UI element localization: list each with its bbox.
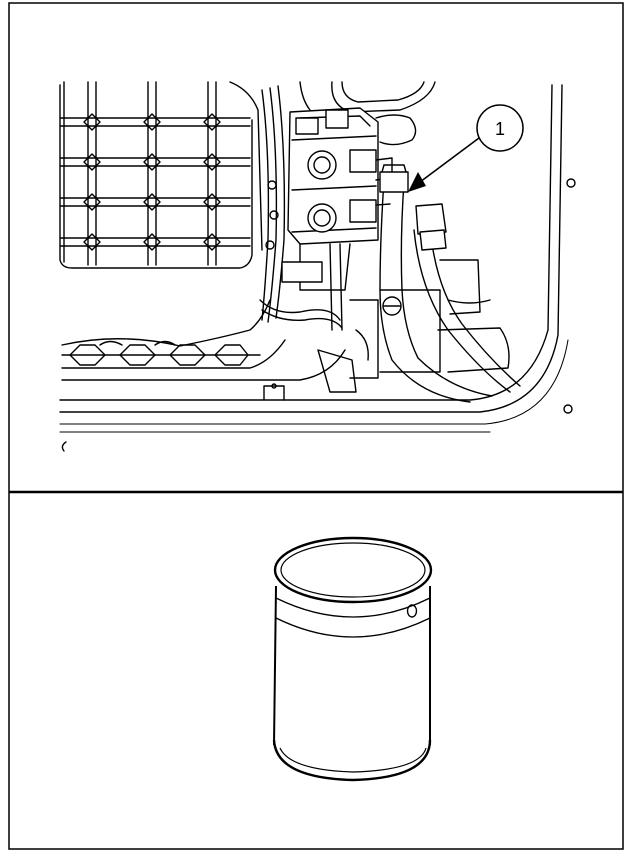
control-valve (281, 107, 393, 393)
mounting-hole (61, 441, 67, 452)
outer-border (8, 2, 624, 850)
wiring-harness (259, 85, 343, 329)
callout-label: 1 (495, 119, 505, 139)
sleeve-body-left (273, 585, 277, 746)
compartment-wall (59, 84, 553, 401)
floor-bracket (263, 383, 285, 401)
sleeve-top-rim-outer (273, 536, 433, 604)
sleeve-top-rim-inner (280, 542, 426, 598)
mounting-hole (566, 178, 576, 188)
top-panel-illustration (59, 81, 576, 452)
compartment-floor (59, 339, 569, 425)
sleeve-bottom-rim-outer (272, 739, 432, 782)
callout-1: 1 (408, 104, 524, 192)
hose-assembly (379, 164, 521, 403)
mounting-hole (563, 404, 573, 414)
sleeve-bead-lower (275, 617, 431, 638)
compartment-wall-inner (59, 84, 563, 413)
callout-arrowhead (408, 172, 426, 192)
upper-hoses (299, 81, 436, 146)
callout-leader-line (419, 137, 480, 183)
sleeve-hole (406, 604, 418, 618)
sleeve-bottom-rim-inner (279, 747, 427, 773)
fan-shroud (61, 299, 346, 381)
pump-housing (379, 259, 510, 373)
metal-sleeve-illustration (272, 536, 433, 782)
radiator-grille (59, 81, 263, 269)
callout-circle (476, 104, 524, 152)
